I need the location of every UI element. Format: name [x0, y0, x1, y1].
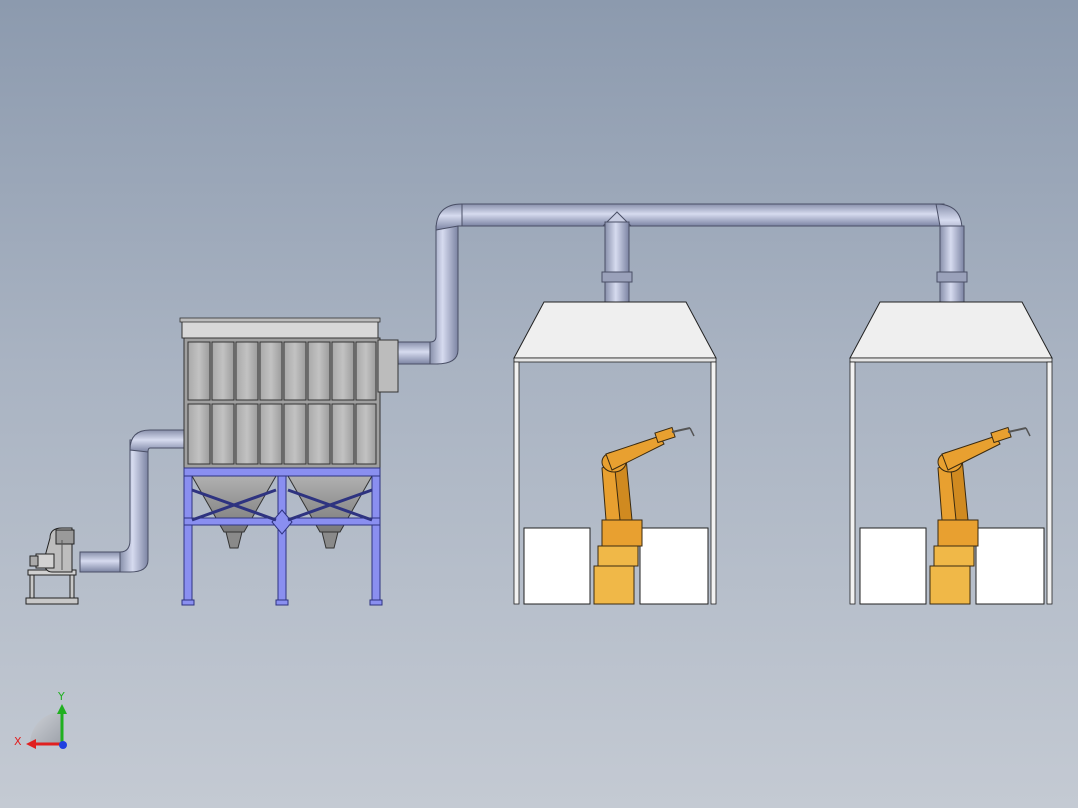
- welding-robot-1[interactable]: [593, 426, 695, 605]
- booth-1-hood: [513, 301, 717, 359]
- duct-main-header: [461, 203, 945, 227]
- duct-network: [79, 203, 968, 573]
- dust-collector[interactable]: [179, 317, 399, 606]
- orientation-triad[interactable]: Y X: [14, 690, 67, 749]
- duct-elbow-collector: [129, 429, 187, 453]
- welding-booth-2[interactable]: [849, 301, 1053, 605]
- triad-y-label: Y: [57, 690, 65, 703]
- duct-riser-outlet: [429, 225, 459, 365]
- triad-quadrant: [30, 712, 62, 744]
- triad-z-axis: [59, 741, 67, 749]
- duct-elbow-fan: [119, 439, 149, 573]
- booth-2-table-left: [859, 527, 927, 605]
- booth-1-table-left: [523, 527, 591, 605]
- booth-1-table-right: [639, 527, 709, 605]
- robot-1-pedestal: [593, 565, 635, 605]
- welding-booth-1[interactable]: [513, 301, 717, 605]
- booth-2-table-right: [975, 527, 1045, 605]
- triad-x-label: X: [14, 735, 22, 748]
- support-frame: [181, 467, 383, 606]
- duct-drop-booth-2: [939, 225, 965, 305]
- welding-robot-2[interactable]: [929, 426, 1031, 605]
- booth-2-hood: [849, 301, 1053, 359]
- robot-2-pedestal: [929, 565, 971, 605]
- centrifugal-fan[interactable]: [25, 527, 79, 605]
- duct-drop-booth-1: [604, 221, 630, 305]
- filter-panels: [187, 341, 377, 465]
